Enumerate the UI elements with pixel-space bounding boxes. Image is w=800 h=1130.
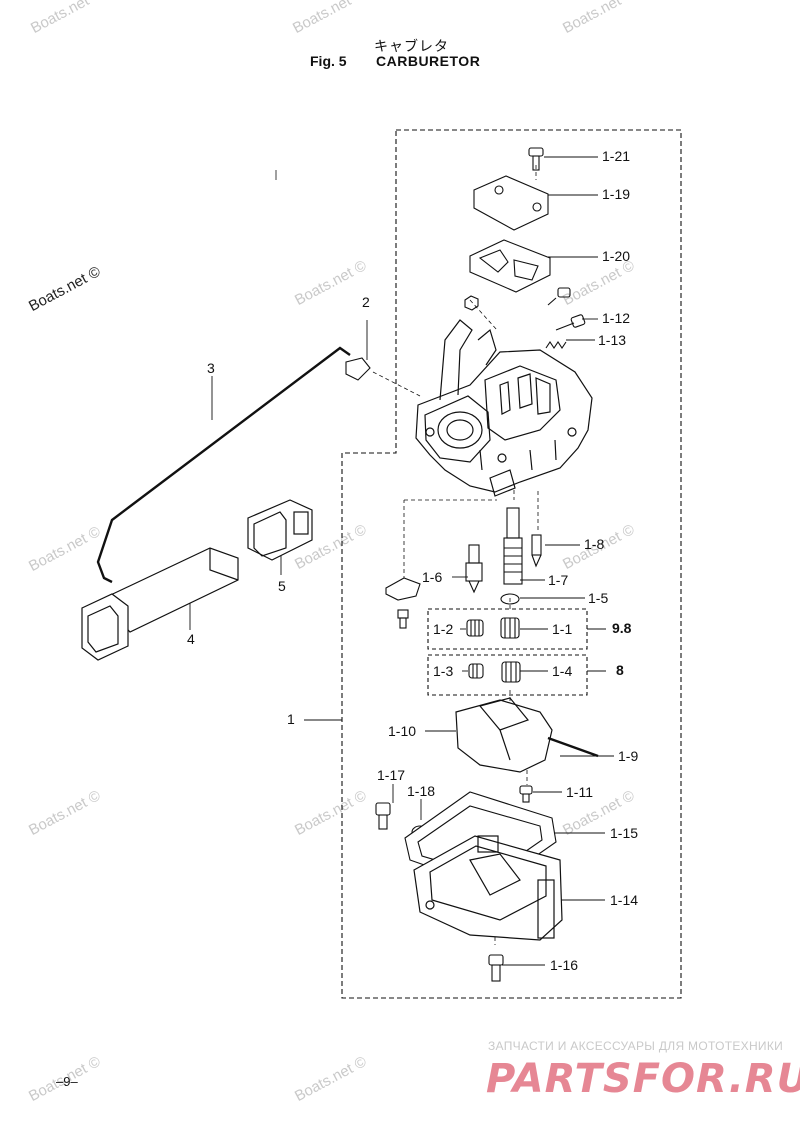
callout-1-18: 1-18 [407,783,436,799]
jet-group-8-box [427,654,588,696]
float-pin-1-9 [547,736,599,758]
callout-1-12: 1-12 [602,310,631,326]
callout-4: 4 [187,631,195,647]
clip-2 [345,357,371,381]
plug-plate [385,577,421,601]
leader-lines [189,156,614,966]
callout-1-3: 1-3 [433,663,454,679]
emulsion-tube-1-7 [503,507,523,585]
cover-plate-1-19 [473,175,549,231]
callout-1-6: 1-6 [422,569,443,585]
choke-rod-3 [96,346,351,584]
callout-1-17: 1-17 [377,767,406,783]
callout-1-5: 1-5 [588,590,609,606]
figure-number: Fig. 5 [310,53,347,69]
assembly-boundary [341,129,682,999]
callout-5: 5 [278,578,286,594]
screw-1-16 [488,954,504,982]
screw-1-11 [519,785,533,803]
jet-1-2 [466,619,484,637]
nut-small [464,295,479,311]
grommet-5 [247,499,313,561]
callout-1-10: 1-10 [388,723,417,739]
group-label-9-8: 9.8 [612,620,632,636]
screw-1-12 [555,314,586,331]
callout-1-2: 1-2 [433,621,454,637]
callout-1-13: 1-13 [598,332,627,348]
callout-1-14: 1-14 [610,892,639,908]
figure-title: CARBURETOR [376,53,481,69]
brand-logo: PARTSFOR.RU [486,1056,800,1102]
callout-1-9: 1-9 [618,748,639,764]
plate-screw [397,609,409,629]
jet-1-3 [468,663,484,679]
screw-small-top [547,287,571,306]
float-1-10 [455,697,553,773]
callout-1-1: 1-1 [552,621,573,637]
choke-knob-4 [81,547,239,661]
callout-3: 3 [207,360,215,376]
screw-1-21 [528,147,544,171]
brand-tagline: ЗАПЧАСТИ И АКСЕССУАРЫ ДЛЯ МОТОТЕХНИКИ [488,1039,784,1053]
callout-1-19: 1-19 [602,186,631,202]
needle-valve-1-8 [531,534,542,568]
jet-1-4 [501,661,521,683]
carburetor-body [415,319,593,497]
drain-screw-1-17 [375,802,391,830]
washer-1-5 [500,593,520,605]
pilot-jet-1-6 [465,544,483,594]
callout-1-15: 1-15 [610,825,639,841]
callout-2: 2 [362,294,370,310]
callout-1-4: 1-4 [552,663,573,679]
callout-1-20: 1-20 [602,248,631,264]
callout-1-8: 1-8 [584,536,605,552]
callout-1-16: 1-16 [550,957,579,973]
figure-title-japanese: キャブレタ [374,39,449,55]
jet-1-1 [500,617,520,639]
spring-1-13 [545,341,567,349]
float-chamber-1-14 [413,835,563,941]
callout-1: 1 [287,711,295,727]
callout-1-11: 1-11 [566,784,593,800]
page-number: –9– [56,1074,78,1089]
group-label-8: 8 [616,662,624,678]
callout-1-7: 1-7 [548,572,569,588]
callout-1-21: 1-21 [602,148,631,164]
